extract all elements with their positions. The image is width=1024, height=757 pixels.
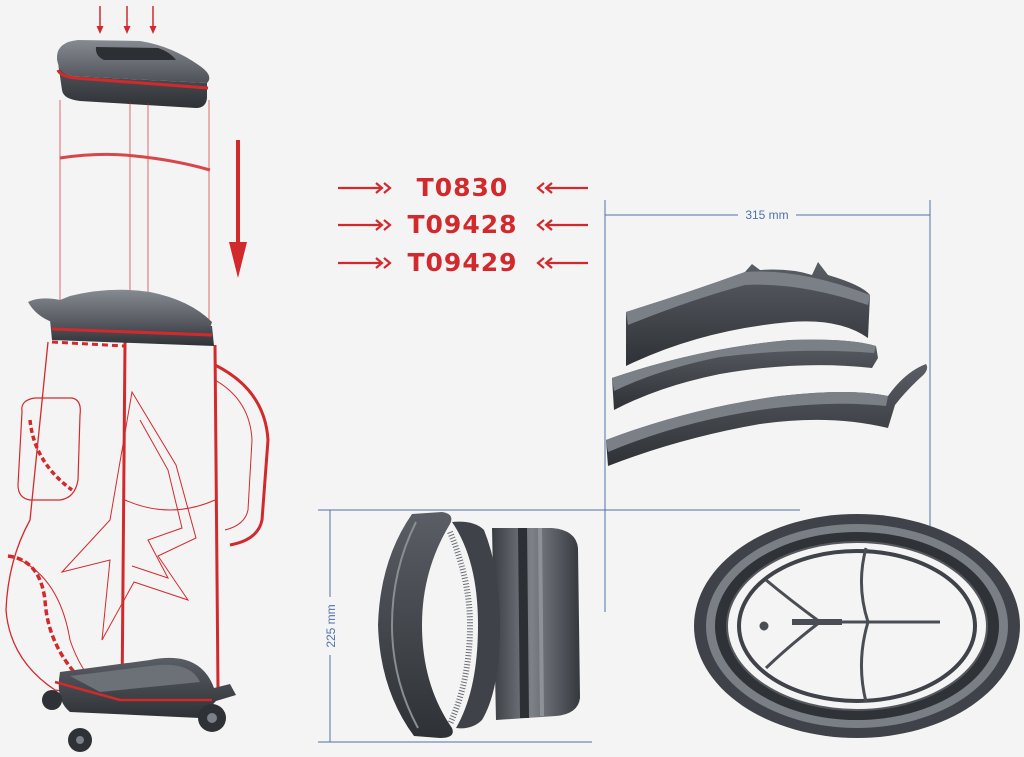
collar-top-face xyxy=(28,289,212,328)
wheel xyxy=(42,690,62,710)
inner-ring xyxy=(737,549,977,703)
collar-ribbing xyxy=(447,530,474,726)
down-arrow-icon xyxy=(123,6,131,34)
down-arrow-icon xyxy=(96,6,104,34)
bag-graphic xyxy=(60,390,197,641)
collar-ridge xyxy=(518,528,529,718)
collar-strip-parts xyxy=(606,262,928,466)
collar-strip-bottom xyxy=(606,364,928,466)
pocket-zipper xyxy=(28,419,74,492)
strip-body xyxy=(612,339,878,410)
section-ring-outline xyxy=(59,152,211,172)
collar-red-band xyxy=(56,69,209,90)
wheel-hub xyxy=(207,713,217,723)
divider-pin xyxy=(759,621,769,631)
bag-right-edge xyxy=(213,344,220,691)
ring-opening xyxy=(726,541,988,711)
double-chevron-right-arrow-icon xyxy=(338,257,392,269)
part-number-label: T09429 xyxy=(407,248,518,277)
down-arrow-icon xyxy=(149,6,157,34)
collar-recess xyxy=(95,47,176,60)
bag-silhouette xyxy=(5,341,216,701)
strip-top-face xyxy=(626,271,870,325)
dimension-label-backdrop xyxy=(323,597,338,655)
floating-collar xyxy=(56,40,210,108)
wheel-base xyxy=(42,657,236,752)
collar-middle-ring xyxy=(452,521,500,729)
collar-front-flange xyxy=(378,512,453,738)
divider-spoke xyxy=(765,578,821,624)
press-arrows xyxy=(96,6,157,34)
double-chevron-left-arrow-icon xyxy=(536,219,588,231)
bag-handle-inner xyxy=(214,379,253,531)
height-dimension-label: 225 mm xyxy=(324,604,338,647)
strip-top-face xyxy=(612,339,876,391)
bag-panel-line xyxy=(124,499,216,511)
bag-handle xyxy=(214,363,270,547)
collar-strip-middle xyxy=(612,339,878,410)
strip-top-face xyxy=(606,392,888,452)
bag-collar xyxy=(28,289,214,348)
part-number-label: T09428 xyxy=(407,210,518,239)
collar-top-face xyxy=(57,40,210,83)
double-chevron-right-arrow-icon xyxy=(338,182,392,194)
double-chevron-left-arrow-icon xyxy=(536,182,588,194)
double-chevron-right-arrow-icon xyxy=(338,219,392,231)
collar-seam xyxy=(51,340,125,348)
collar-red-band xyxy=(51,327,213,337)
width-dimension-label: 315 mm xyxy=(745,208,788,222)
down-arrow-icon xyxy=(229,140,247,278)
strip-body xyxy=(606,364,928,466)
part-number-arrows xyxy=(338,182,588,269)
divider-vertical xyxy=(859,547,870,703)
base-top-face xyxy=(70,664,200,692)
dimension-label-backdrop xyxy=(738,207,796,222)
divider-frame xyxy=(759,547,940,703)
flange-highlight xyxy=(390,521,419,729)
divider-spoke xyxy=(764,620,821,670)
dimension-height: 225 mm xyxy=(318,509,800,743)
collar-top-view xyxy=(694,514,1020,738)
dimension-width: 315 mm xyxy=(604,200,931,620)
bag-upper-pocket xyxy=(17,397,81,501)
collar-side-view xyxy=(378,512,580,738)
part-number-label: T0830 xyxy=(416,173,509,202)
pocket-zipper xyxy=(7,554,94,692)
bag-center-seam xyxy=(120,341,127,701)
base-red-outline xyxy=(54,680,212,702)
double-chevron-left-arrow-icon xyxy=(536,257,588,269)
bag-graphic-inner xyxy=(131,419,183,579)
wheel-hub xyxy=(76,736,84,744)
collar-cylinder xyxy=(492,528,580,720)
collar-ridge-highlight xyxy=(538,528,544,716)
collar-strip-top xyxy=(626,262,870,366)
golf-bag-outline xyxy=(5,341,270,701)
